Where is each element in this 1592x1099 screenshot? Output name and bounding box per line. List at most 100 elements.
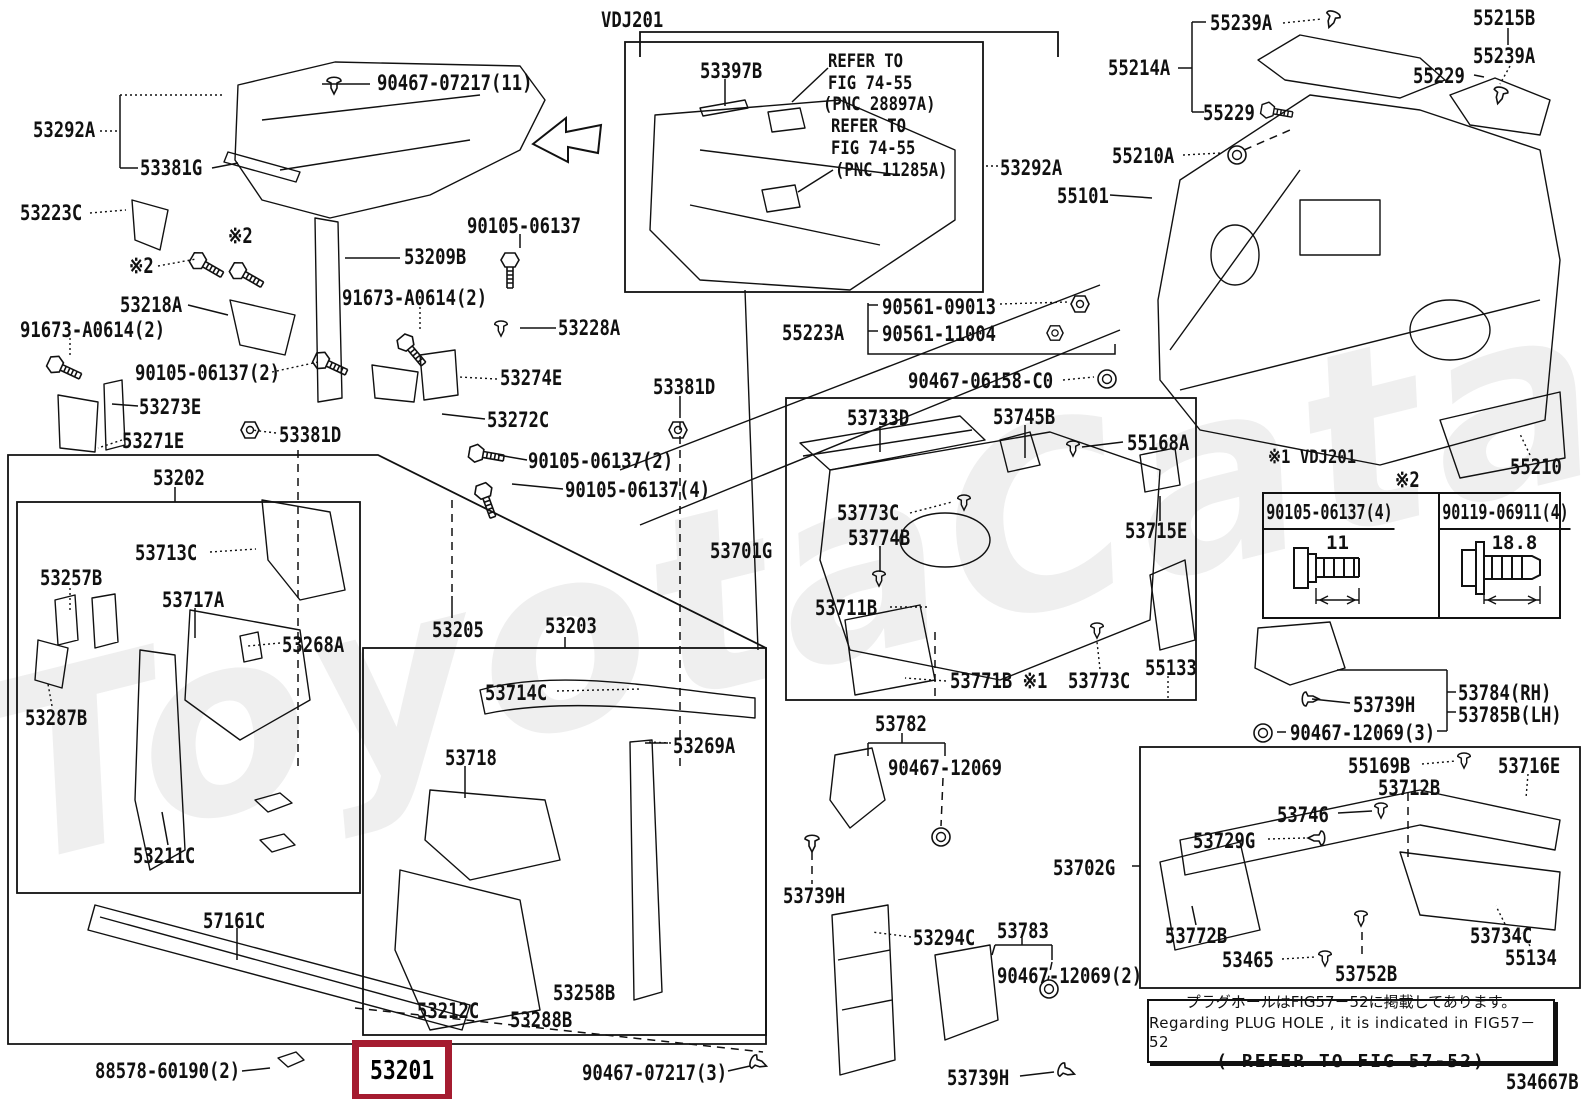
part-number-label[interactable]: 55134 <box>1505 946 1557 970</box>
part-number-label[interactable]: VDJ201 <box>601 8 664 32</box>
part-number-label[interactable]: 55215B <box>1473 6 1536 30</box>
part-number-label[interactable]: 53739H <box>1353 693 1416 717</box>
part-number-label[interactable]: 53381D <box>653 375 716 399</box>
part-number-label[interactable]: ※2 <box>1395 468 1420 492</box>
part-number-label[interactable]: 91673-A0614(2) <box>342 286 488 310</box>
part-number-label[interactable]: 53258B <box>553 981 616 1005</box>
part-number-label[interactable]: 53269A <box>673 734 736 758</box>
part-number-label[interactable]: 53273E <box>139 395 202 419</box>
part-number-label[interactable]: 53209B <box>404 245 467 269</box>
part-number-label[interactable]: 53713C <box>135 541 198 565</box>
part-number-label[interactable]: 90467-06158-C0 <box>908 369 1054 393</box>
part-number-label[interactable]: 53292A <box>33 118 96 142</box>
part-number-label[interactable]: 90467-07217(11) <box>377 71 533 95</box>
part-number-label[interactable]: 53211C <box>133 844 196 868</box>
part-number-label[interactable]: 53712B <box>1378 776 1441 800</box>
part-number-label[interactable]: 55210A <box>1112 144 1175 168</box>
part-number-label[interactable]: 90561-09013 <box>882 295 997 319</box>
part-number-label[interactable]: 53212C <box>417 999 480 1023</box>
part-number-label[interactable]: 53465 <box>1222 948 1274 972</box>
part-number-label[interactable]: 55223A <box>782 321 845 345</box>
part-number-label[interactable]: 53702G <box>1053 856 1116 880</box>
part-number-label[interactable]: 90467-12069 <box>888 756 1003 780</box>
bolt-icon <box>393 330 432 371</box>
part-number-label[interactable]: 53752B <box>1335 962 1398 986</box>
highlighted-part-box[interactable]: 53201 <box>352 1040 452 1099</box>
part-number-label[interactable]: 55133 <box>1145 656 1197 680</box>
part-number-label[interactable]: ※2 <box>129 254 154 278</box>
part-number-label[interactable]: 90467-12069(3) <box>1290 721 1436 745</box>
part-number-label[interactable]: 55239A <box>1210 11 1273 35</box>
part-number-label[interactable]: 53228A <box>558 316 621 340</box>
part-number-label[interactable]: 90105-06137(4) <box>565 478 711 502</box>
part-number-label[interactable]: 53257B <box>40 566 103 590</box>
part-number-label[interactable]: 88578-60190(2) <box>95 1059 241 1083</box>
part-number-label[interactable]: 55169B <box>1348 754 1411 778</box>
part-number-label[interactable]: ※1 VDJ201 <box>1268 446 1357 468</box>
part-number-label[interactable]: 90105-06137(2) <box>135 361 281 385</box>
part-number-label[interactable]: 53203 <box>545 614 597 638</box>
part-number-label[interactable]: 53774B <box>848 526 911 550</box>
part-number-label[interactable]: 53714C <box>485 681 548 705</box>
part-number-label[interactable]: 53773C <box>1068 669 1131 693</box>
part-number-label[interactable]: (PNC 28897A) <box>823 93 936 115</box>
part-number-label[interactable]: 53717A <box>162 588 225 612</box>
part-number-label[interactable]: 53773C <box>837 501 900 525</box>
part-number-label[interactable]: 53272C <box>487 408 550 432</box>
part-number-label[interactable]: 55168A <box>1127 431 1190 455</box>
part-number-label[interactable]: 534667B <box>1506 1070 1579 1094</box>
part-number-label[interactable]: 90105-06137(2) <box>528 449 674 473</box>
part-number-label[interactable]: 55101 <box>1057 184 1109 208</box>
part-number-label[interactable]: 53784(RH) <box>1458 681 1552 705</box>
part-number-label[interactable]: 53739H <box>947 1066 1010 1090</box>
part-number-label[interactable]: 55239A <box>1473 44 1536 68</box>
part-number-label[interactable]: 53772B <box>1165 924 1228 948</box>
part-number-label[interactable]: 90467-12069(2) <box>997 964 1143 988</box>
part-number-label[interactable]: 53715E <box>1125 519 1188 543</box>
part-number-label[interactable]: 53718 <box>445 746 497 770</box>
part-number-label[interactable]: 53734C <box>1470 924 1533 948</box>
part-number-label[interactable]: 53294C <box>913 926 976 950</box>
part-number-label[interactable]: 53739H <box>783 884 846 908</box>
part-number-label[interactable]: 55214A <box>1108 56 1171 80</box>
part-number-label[interactable]: 53711B <box>815 596 878 620</box>
part-number-label[interactable]: 91673-A0614(2) <box>20 318 166 342</box>
part-number-label[interactable]: 55229 <box>1413 64 1465 88</box>
part-number-label[interactable]: 53381G <box>140 156 203 180</box>
part-number-label[interactable]: 53202 <box>153 466 205 490</box>
part-number-label[interactable]: 53288B <box>510 1008 573 1032</box>
part-number-label[interactable]: 53782 <box>875 712 927 736</box>
part-number-label[interactable]: 55229 <box>1203 101 1255 125</box>
part-number-label[interactable]: 53274E <box>500 366 563 390</box>
part-number-label[interactable]: 53397B <box>700 59 763 83</box>
part-number-label[interactable]: 90467-07217(3) <box>582 1061 728 1085</box>
part-number-label[interactable]: REFER TO <box>831 115 907 137</box>
part-number-label[interactable]: REFER TO <box>828 50 904 72</box>
part-number-label[interactable]: FIG 74-55 <box>828 72 913 94</box>
part-number-label[interactable]: 53745B <box>993 405 1056 429</box>
part-number-label[interactable]: 53381D <box>279 423 342 447</box>
part-number-label[interactable]: 53218A <box>120 293 183 317</box>
part-number-label[interactable]: 53716E <box>1498 754 1561 778</box>
part-number-label[interactable]: FIG 74-55 <box>831 137 916 159</box>
part-number-label[interactable]: 53268A <box>282 633 345 657</box>
screw-icon <box>1490 84 1510 107</box>
part-number-label[interactable]: 53223C <box>20 201 83 225</box>
part-number-label[interactable]: 53292A <box>1000 156 1063 180</box>
part-number-label[interactable]: 53271E <box>122 429 185 453</box>
part-number-label[interactable]: 53733D <box>847 406 910 430</box>
part-number-label[interactable]: 90105-06137 <box>467 214 582 238</box>
part-number-label[interactable]: 53783 <box>997 919 1049 943</box>
part-number-label[interactable]: ※2 <box>228 224 253 248</box>
part-number-label[interactable]: 57161C <box>203 909 266 933</box>
part-number-label[interactable]: 53729G <box>1193 829 1256 853</box>
part-number-label[interactable]: 53287B <box>25 706 88 730</box>
part-number-label[interactable]: 55210 <box>1510 455 1562 479</box>
part-number-label[interactable]: 90561-11004 <box>882 322 997 346</box>
part-number-label[interactable]: (PNC 11285A) <box>835 159 948 181</box>
part-number-label[interactable]: 53771B ※1 <box>950 669 1048 693</box>
part-number-label[interactable]: 53746 <box>1277 803 1329 827</box>
part-number-label[interactable]: 53701G <box>710 539 773 563</box>
part-number-label[interactable]: 53205 <box>432 618 484 642</box>
part-number-label[interactable]: 53785B(LH) <box>1458 703 1562 727</box>
